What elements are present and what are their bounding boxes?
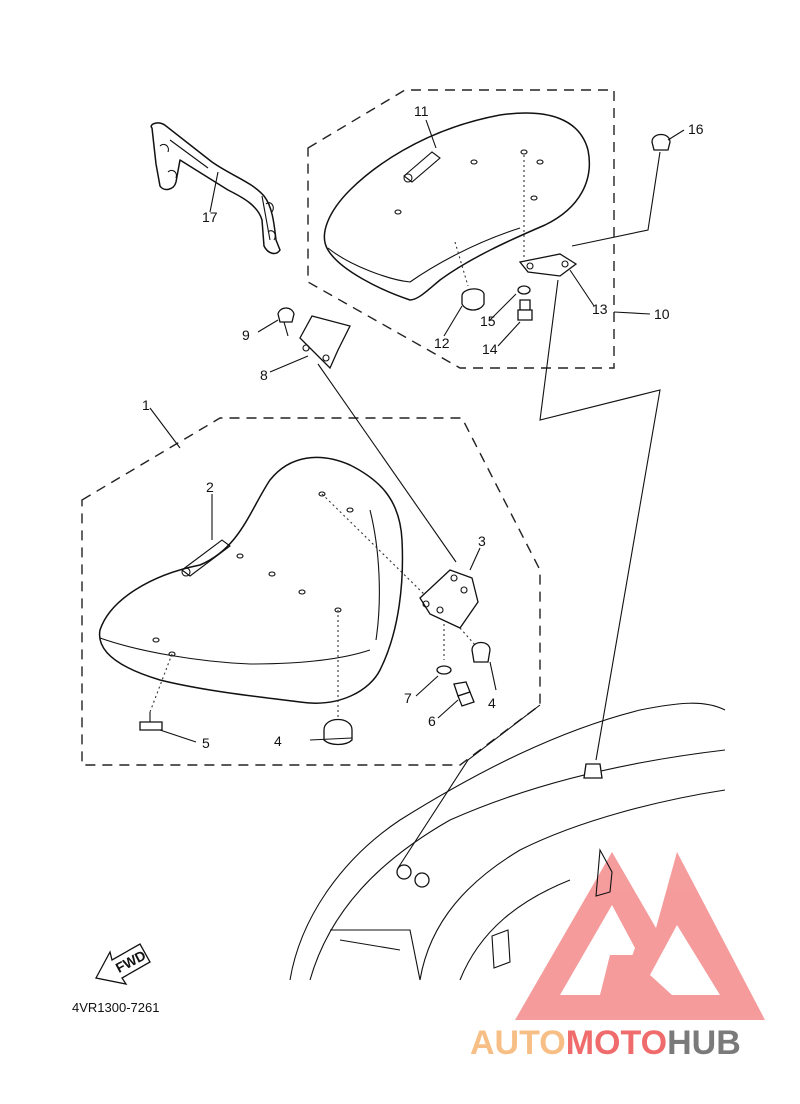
- main-seat-part: [98, 456, 404, 704]
- callout-2: 2: [206, 479, 214, 495]
- callout-15: 15: [480, 313, 496, 329]
- watermark-auto: AUTO: [470, 1024, 566, 1062]
- stud-part-5: [139, 712, 163, 731]
- frame-nut-left: [396, 864, 412, 880]
- bolt-part-14: [517, 299, 533, 321]
- seat-bracket-part-3: [419, 569, 479, 629]
- bolt-part-9: [277, 307, 295, 337]
- callout-4-lower: 4: [274, 733, 282, 749]
- callout-8: 8: [260, 367, 268, 383]
- watermark-hub: HUB: [667, 1024, 741, 1062]
- callout-4-upper: 4: [488, 695, 496, 711]
- grab-bar-part: [150, 122, 281, 255]
- cap-nut-part-16: [651, 133, 671, 151]
- callout-17: 17: [202, 209, 218, 225]
- damper-part-4-upper: [471, 641, 491, 663]
- diagram-code: 4VR1300-7261: [72, 1000, 159, 1015]
- fwd-arrow-icon: FWD: [95, 943, 151, 985]
- damper-part-4-lower: [323, 718, 353, 746]
- callout-13: 13: [592, 301, 608, 317]
- rear-seat-group-box: [307, 89, 615, 369]
- callout-6: 6: [428, 713, 436, 729]
- callout-11: 11: [414, 103, 429, 119]
- washer-part-15: [517, 285, 531, 295]
- watermark-logo-triangle: [515, 852, 765, 1020]
- callout-16: 16: [688, 121, 704, 137]
- watermark-wordmark: AUTOMOTOHUB: [470, 1024, 741, 1062]
- front-seat-group-box: [81, 417, 541, 766]
- frame-bolt: [583, 763, 603, 779]
- rear-seat-damper-part: [461, 288, 485, 311]
- rear-seat-bracket-part: [518, 253, 578, 277]
- callout-1: 1: [142, 397, 150, 413]
- callout-12: 12: [434, 335, 450, 351]
- callout-5: 5: [202, 735, 210, 751]
- watermark-moto: MOTO: [566, 1024, 667, 1062]
- svg-text:AUTOMOTOHUB: AUTOMOTOHUB: [470, 1024, 741, 1062]
- rear-seat-pad-part: [323, 112, 591, 301]
- callout-9: 9: [242, 327, 250, 343]
- seat-bracket-part-8: [299, 315, 351, 370]
- washer-part-7: [436, 665, 452, 675]
- callout-3: 3: [478, 533, 486, 549]
- frame-nut-right: [414, 872, 430, 888]
- callout-7: 7: [404, 690, 412, 706]
- callout-14: 14: [482, 341, 498, 357]
- callout-10: 10: [654, 306, 670, 322]
- rear-fender-frame: [289, 702, 726, 981]
- bolt-part-6: [453, 681, 475, 707]
